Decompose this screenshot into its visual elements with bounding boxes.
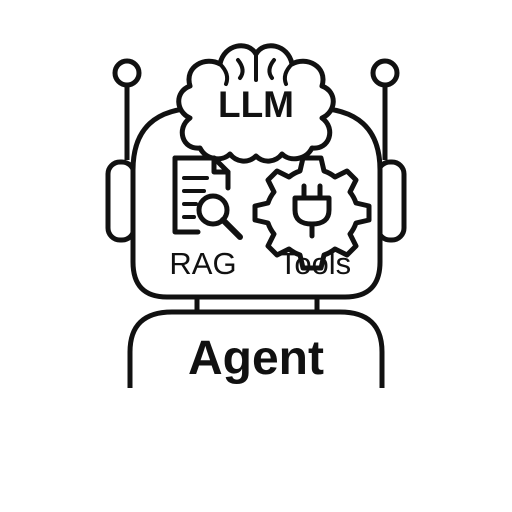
left-antenna	[112, 58, 142, 160]
llm-label: LLM	[218, 84, 294, 125]
gear-plug-icon	[252, 155, 372, 271]
agent-label: Agent	[188, 332, 324, 385]
robot-body	[127, 309, 385, 388]
robot-head	[130, 105, 383, 300]
left-ear	[105, 159, 137, 243]
brain-icon	[176, 43, 336, 164]
rag-label: RAG	[169, 246, 236, 281]
tools-label: Tools	[279, 246, 351, 281]
document-search-icon	[172, 155, 243, 240]
right-antenna	[370, 58, 400, 160]
